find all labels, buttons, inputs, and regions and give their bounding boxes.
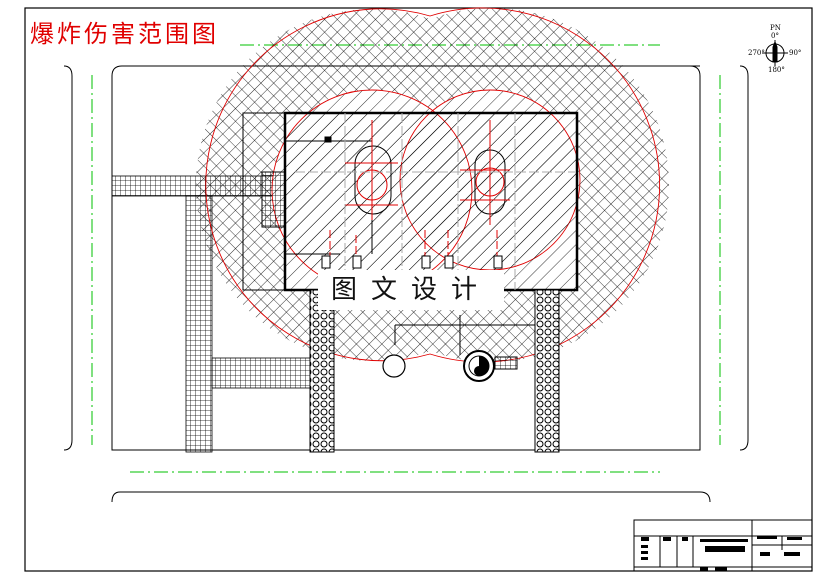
well [382,354,406,378]
title-block [633,519,813,572]
compass-180-label: 180° [768,66,785,74]
compass-270-label: 270° [748,49,765,57]
gravel-strip-left [309,289,335,453]
watermark-label: 图文设计 [318,270,504,310]
compass-icon [762,40,788,66]
compass-90-label: 90° [789,49,802,57]
road-edges [63,65,749,503]
drawing-border [24,7,813,572]
building [242,111,579,355]
compass-north-label: PN [770,24,781,32]
vessel [463,350,518,382]
compass-0-label: 0° [771,32,779,40]
drawing-title: 爆炸伤害范围图 [30,20,219,48]
gravel-strip-right [534,289,560,453]
